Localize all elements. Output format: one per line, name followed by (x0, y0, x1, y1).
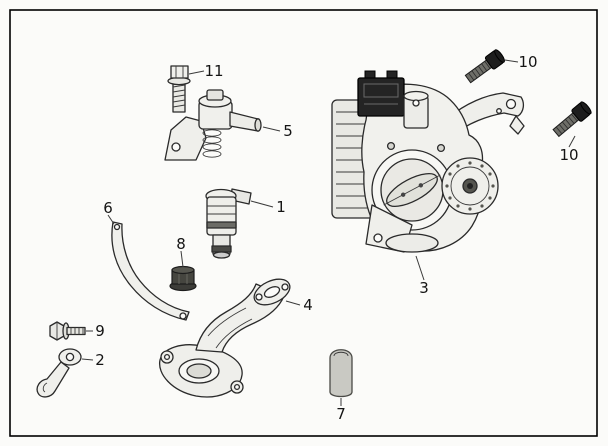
callout-leader-6-3 (107, 214, 115, 225)
callout-label-10-10: 10 (518, 53, 537, 71)
callout-label-7-9: 7 (336, 405, 346, 423)
callout-label-6-3: 6 (103, 199, 113, 217)
part-11-flange-bolt (167, 65, 191, 113)
part-10-bolt-lower (552, 101, 592, 138)
butterfly-valve (383, 173, 441, 207)
part-1-fuel-injector (205, 188, 252, 259)
callout-label-10-11: 10 (559, 146, 578, 164)
callout-leader-1-2 (250, 200, 274, 208)
callout-label-8-4: 8 (176, 235, 186, 253)
part-4-intake-manifold (159, 278, 291, 398)
callout-leader-11-0 (188, 70, 205, 75)
callout-label-2-7: 2 (95, 351, 105, 369)
part-8-flange-nut (169, 265, 197, 292)
sensor-cover (441, 157, 499, 215)
callout-label-5-1: 5 (283, 122, 293, 140)
part-2-bracket (36, 348, 82, 398)
part-3-throttle-body (331, 70, 525, 253)
callout-label-3-8: 3 (419, 279, 429, 297)
part-6-stay-bracket (111, 221, 190, 321)
callout-leader-10-10 (504, 59, 519, 63)
connector-block (357, 70, 405, 117)
part-7-rubber-cap (329, 349, 353, 398)
manifold-top-flange (253, 278, 291, 306)
part-5-valve-assembly (164, 89, 262, 161)
callout-label-1-2: 1 (276, 198, 286, 216)
part-9-bolt (49, 321, 86, 341)
diagram-border (9, 9, 598, 437)
callout-leader-10-11 (568, 135, 576, 148)
o-ring (211, 245, 232, 253)
callout-label-11-0: 11 (204, 62, 223, 80)
callout-label-4-5: 4 (303, 296, 313, 314)
callout-leader-5-1 (262, 126, 281, 132)
spring-coil (202, 129, 222, 158)
mount-bracket (447, 92, 525, 134)
callout-leader-4-5 (285, 300, 301, 306)
part-10-bolt-upper (464, 49, 505, 84)
callout-leader-2-7 (81, 358, 94, 361)
callout-label-9-6: 9 (95, 322, 105, 340)
callout-leader-8-4 (180, 250, 184, 268)
callout-layer: 11 5 1 6 8 4 9 2 3 7 10 10 (81, 53, 579, 423)
callout-leader-3-8 (415, 255, 425, 281)
